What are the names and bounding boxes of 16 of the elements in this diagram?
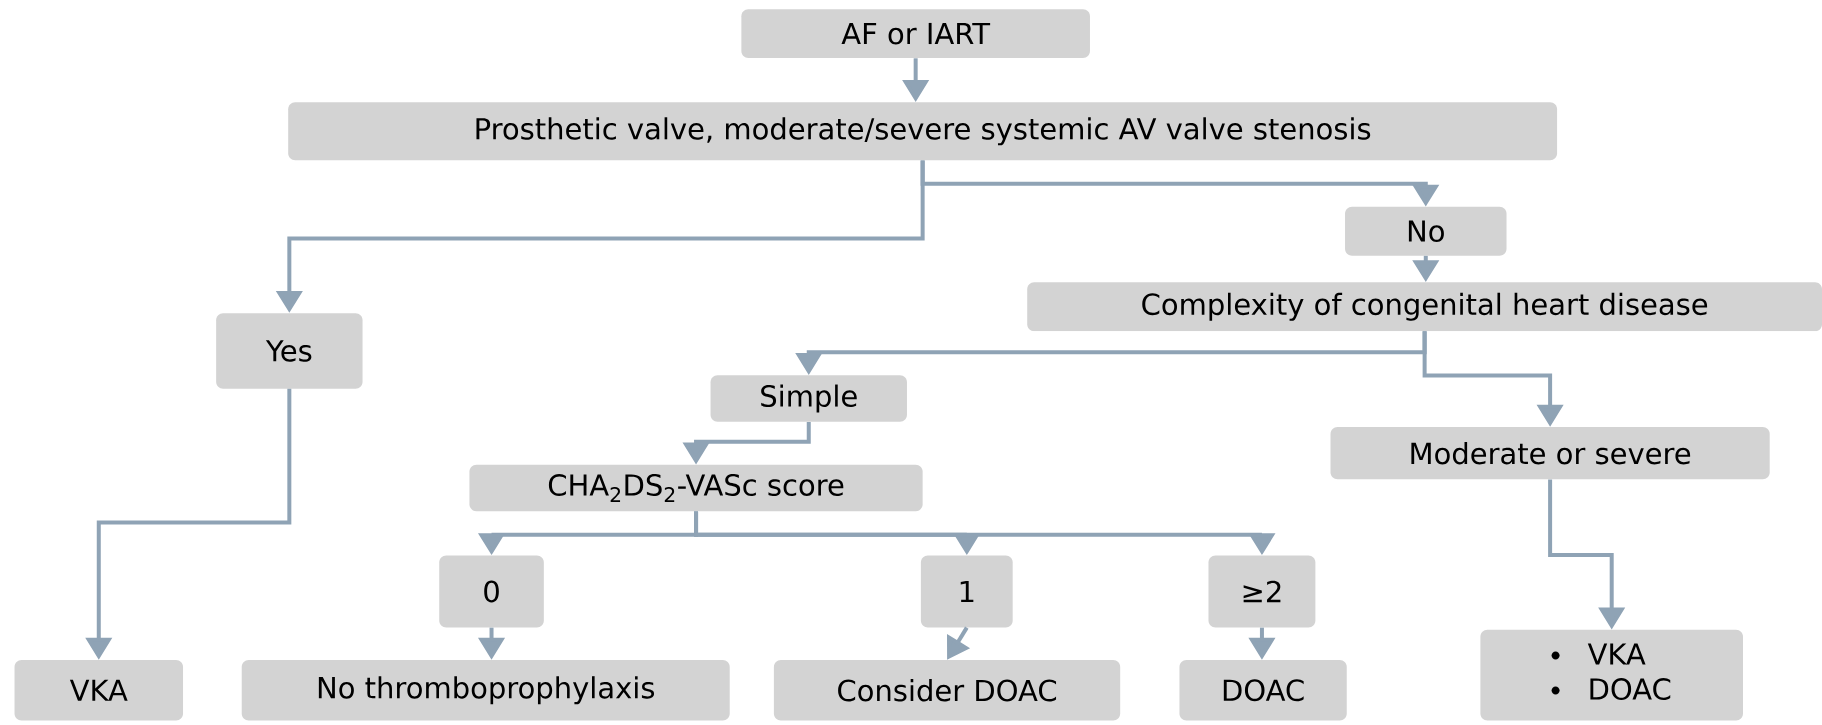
flow-box: ≥2 [1208, 555, 1316, 628]
flow-box: VKA [14, 660, 184, 721]
flow-box: Moderate or severe [1330, 427, 1770, 480]
flow-box: CHA$_{2}$DS$_{2}$-VASc score [469, 464, 923, 512]
flow-box: Yes [216, 313, 363, 389]
flow-box: Simple [710, 375, 907, 422]
flow-box: Complexity of congenital heart disease [1027, 282, 1822, 332]
flow-box: 1 [920, 555, 1013, 628]
flow-box: No thromboprophylaxis [241, 660, 730, 721]
flow-box: 0 [439, 555, 544, 628]
flow-box: VKA DOAC [1480, 629, 1743, 721]
flow-box: Prosthetic valve, moderate/severe systemic AV valve stenosis [288, 102, 1558, 161]
flow-box: AF or IART [741, 9, 1090, 59]
flow-box: DOAC [1179, 660, 1347, 721]
flow-box: Consider DOAC [773, 660, 1121, 721]
flow-box: No [1345, 206, 1507, 256]
